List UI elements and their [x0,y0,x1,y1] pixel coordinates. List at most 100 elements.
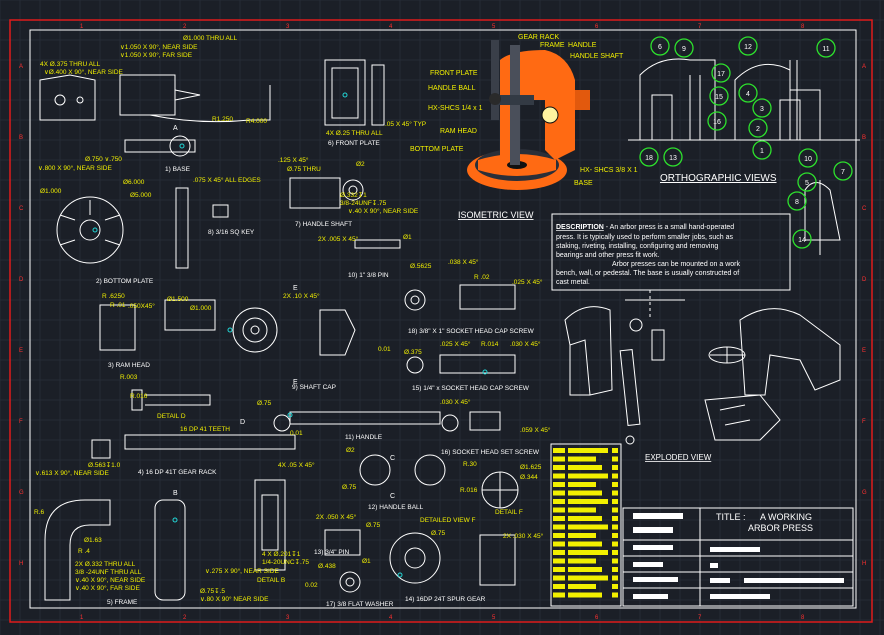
part-label-spur-gear: 14) 16DP 24T SPUR GEAR [405,596,486,603]
balloon-2 [748,118,768,138]
balloon-number: 17 [717,71,725,78]
dimension-d72: Ø1 [362,558,371,565]
zone-letter-left: H [19,561,23,567]
zone-number-bottom: 3 [286,615,290,621]
zone-number-bottom: 2 [183,615,187,621]
dimension-d25: R .01 [110,302,126,309]
balloon-1 [752,140,772,160]
dimension-d53: R.016 [460,487,478,494]
zone-letter-right: A [862,64,866,70]
description-line-4: bearings and other press fit work. [556,252,660,259]
zone-number-top: 1 [80,24,84,30]
dimension-d39: R .02 [474,274,490,281]
dimension-d55: 4 X Ø.201↧1 [262,550,301,558]
part-label-flat-washer: 17) 3/8 FLAT WASHER [326,601,394,608]
dimension-d50: R.30 [463,461,477,468]
dimension-d52: Ø.344 [520,474,538,481]
title-block: TITLE : A WORKING ARBOR PRESS [550,443,854,607]
part-label-handle: 11) HANDLE [345,434,383,441]
part-label-set-screw: 16) SOCKET HEAD SET SCREW [441,449,540,456]
balloon-9 [674,38,694,58]
dimension-d59: 2X .050 X 45° [316,513,357,521]
balloon-number: 9 [682,46,686,53]
zone-number-bottom: 8 [801,615,805,621]
balloon-14 [792,229,812,249]
iso-label-hx-shcs-38: HX- SHCS 3/8 X 1 [580,167,638,174]
part-label-frame: 5) FRAME [107,599,138,606]
dimension-d16: .125 X 45° [278,156,309,164]
zone-number-top: 8 [801,24,805,30]
balloon-6 [650,36,670,56]
dimension-d36: ∨.613 X 90°, NEAR SIDE [35,469,109,477]
balloon-number: 5 [805,180,809,187]
part-drawings [39,59,519,601]
dimension-d31: R.016 [130,393,148,400]
dimension-d63: 2X .030 X 45° [503,532,544,540]
dimension-d11: ∨.800 X 90°, NEAR SIDE [38,164,112,172]
balloon-number: 1 [760,148,764,155]
zone-number-bottom: 1 [80,615,84,621]
svg-text:DESCRIPTION - An arbor press: DESCRIPTION - An arbor press is a small … [556,224,734,231]
balloon-number: 14 [798,237,806,244]
exploded-view-drawing [564,290,841,445]
dimension-d37: Ø.5625 [410,263,432,270]
balloon-number: 3 [760,106,764,113]
description-heading: DESCRIPTION [556,224,604,231]
iso-label-bottom-plate: BOTTOM PLATE [410,146,464,153]
dimension-d70: ∨.40 X 90°, FAR SIDE [75,584,140,592]
orthographic-drawings [628,58,860,255]
dimension-d27: Ø1.500 [167,296,189,303]
isometric-view-title: ISOMETRIC VIEW [458,210,534,220]
dimension-d77: 0.01 [290,430,303,437]
zone-letter-left: A [19,64,23,70]
dimension-d17: Ø.75 THRU [287,166,321,173]
zone-letter-left: C [19,206,24,212]
part-label-gear-rack: 4) 16 DP 41T GEAR RACK [138,469,217,476]
iso-label-front-plate: FRONT PLATE [430,70,478,77]
dimension-d18: Ø2 [356,161,365,168]
dimension-d33: 16 DP 41 TEETH [180,426,230,433]
dimension-d10: Ø.750 ∨.750 [85,156,122,163]
balloon-number: 16 [713,119,721,126]
dimension-d5: ∨Ø.400 X 90°, NEAR SIDE [44,68,124,76]
balloon-number: 18 [645,155,653,162]
isometric-labels: GEAR RACK FRAME HANDLE HANDLE SHAFT FRON… [410,34,638,220]
dimension-d2: ∨1.050 X 90°, NEAR SIDE [120,43,198,51]
balloon-number: 10 [804,156,812,163]
dimension-d35: Ø.563↧1.0 [88,461,121,469]
dimension-d58: DETAIL B [257,577,285,584]
zone-letter-left: D [19,277,24,283]
balloon-16 [707,111,727,131]
marker-e-1: E [293,285,298,292]
marker-e-2: E [293,379,298,386]
part-label-cap-screw-1: 15) 1/4" x SOCKET HEAD CAP SCREW [412,385,530,392]
dimension-d26: .050X45° [128,302,155,310]
zone-number-top: 4 [389,24,393,30]
dimension-d30: R.003 [120,374,138,381]
zone-letter-right: H [862,561,866,567]
dimension-d73: Ø.75↧.5 [200,587,225,595]
dimension-d34: Ø.75 [257,400,271,407]
description-box: DESCRIPTION - An arbor press is a small … [551,213,791,291]
dimension-d75: 0.02 [305,582,318,589]
dimension-d57: ∨.275 X 90°, NEAR SIDE [205,567,279,575]
zone-number-bottom: 5 [492,615,496,621]
dimension-d76: 0.01 [378,346,391,353]
dimension-d21: ∨.40 X 90°, NEAR SIDE [348,207,419,215]
dimension-d74: ∨.80 X 90° NEAR SIDE [200,595,269,603]
dimension-d49: Ø.75 [342,484,356,491]
balloon-7 [833,161,853,181]
zone-number-bottom: 4 [389,615,393,621]
dimension-d62: Ø.75 [431,530,445,537]
dimension-d40: .025 X 45° [512,278,543,286]
orthographic-views-title: ORTHOGRAPHIC VIEWS [660,173,777,184]
dimension-d24: R .6250 [102,293,125,300]
dimension-d23: Ø1 [403,234,412,241]
dimension-d4: 4X Ø.375 THRU ALL [40,61,101,68]
part-label-handle-ball: 12) HANDLE BALL [368,504,424,511]
zone-number-top: 6 [595,24,599,30]
description-line-2: press. It is typically used to perform s… [556,234,734,241]
dimension-d22: 2X .005 X 45° [318,235,359,243]
